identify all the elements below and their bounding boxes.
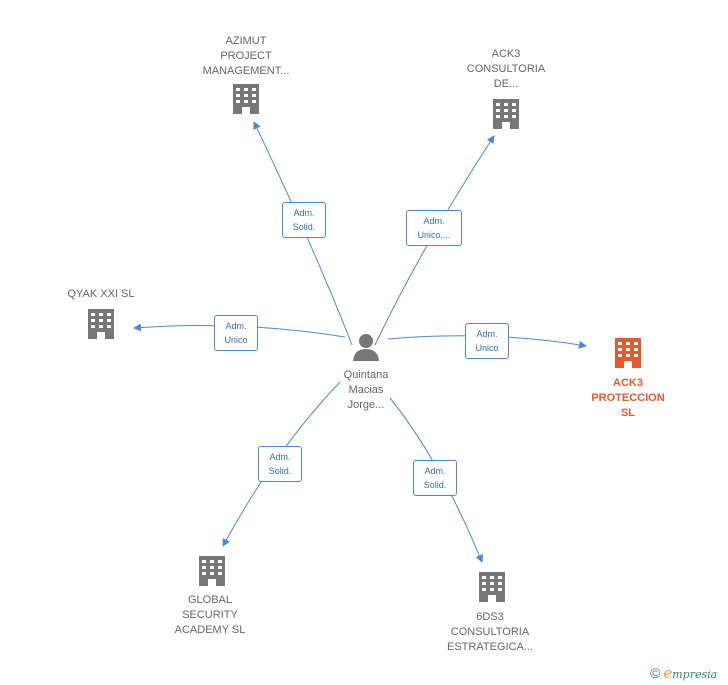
label-line: ACK3 bbox=[613, 377, 643, 389]
label-line: GLOBAL bbox=[187, 594, 233, 606]
label-line: Adm. bbox=[293, 208, 315, 218]
building-icon[interactable] bbox=[199, 556, 225, 586]
label-line: Adm. bbox=[225, 321, 247, 331]
building-icon[interactable] bbox=[479, 572, 505, 602]
edge-label-qyak[interactable]: Adm. Unico bbox=[214, 315, 258, 351]
edge-label-global-security[interactable]: Adm. Solid. bbox=[258, 446, 302, 482]
label-line: Adm. bbox=[424, 466, 446, 476]
label-line: Solid. bbox=[268, 466, 292, 476]
center-person-label[interactable]: Quintana Macias Jorge... bbox=[326, 368, 406, 413]
label-line: QYAK XXI SL bbox=[67, 288, 135, 300]
copyright-icon: © bbox=[650, 665, 661, 681]
label-line: Quintana bbox=[343, 369, 389, 381]
label-line: Unico bbox=[224, 335, 248, 345]
label-line: Adm. bbox=[423, 216, 445, 226]
edge-label-azimut[interactable]: Adm. Solid. bbox=[282, 202, 326, 238]
label-line: Solid. bbox=[423, 480, 447, 490]
node-label-ack3-consultoria[interactable]: ACK3 CONSULTORIA DE... bbox=[446, 47, 566, 92]
label-line: PROJECT bbox=[220, 50, 272, 62]
label-line: CONSULTORIA bbox=[450, 626, 530, 638]
label-line: PROTECCION bbox=[591, 392, 665, 404]
label-line: Macias bbox=[348, 384, 384, 396]
edge-line-azimut bbox=[253, 121, 353, 346]
node-label-6ds3[interactable]: 6DS3 CONSULTORIA ESTRATEGICA... bbox=[430, 610, 550, 655]
building-icon[interactable] bbox=[88, 309, 114, 339]
edge-label-ack3-consultoria[interactable]: Adm. Unico,... bbox=[406, 210, 462, 246]
label-line: Adm. bbox=[476, 329, 498, 339]
label-line: SL bbox=[620, 407, 636, 419]
label-line: Unico bbox=[475, 343, 499, 353]
node-label-global-security[interactable]: GLOBAL SECURITY ACADEMY SL bbox=[150, 593, 270, 638]
label-line: 6DS3 bbox=[476, 611, 504, 623]
node-label-ack3-proteccion[interactable]: ACK3 PROTECCION SL bbox=[568, 376, 688, 421]
node-label-azimut[interactable]: AZIMUT PROJECT MANAGEMENT... bbox=[186, 34, 306, 79]
label-line: ESTRATEGICA... bbox=[447, 641, 533, 653]
label-line: SECURITY bbox=[182, 609, 238, 621]
label-line: ACK3 bbox=[491, 48, 521, 60]
label-line: CONSULTORIA bbox=[466, 63, 546, 75]
label-line: Solid. bbox=[292, 222, 316, 232]
label-line: Jorge... bbox=[347, 399, 385, 411]
label-line: ACADEMY SL bbox=[174, 624, 246, 636]
brand-initial: e bbox=[663, 664, 673, 682]
edge-label-6ds3[interactable]: Adm. Solid. bbox=[413, 460, 457, 496]
building-icon[interactable] bbox=[493, 99, 519, 129]
label-line: Adm. bbox=[269, 452, 291, 462]
building-icon[interactable] bbox=[233, 84, 259, 114]
label-line: MANAGEMENT... bbox=[202, 65, 290, 77]
node-label-qyak[interactable]: QYAK XXI SL bbox=[41, 287, 161, 302]
brand-name: mpresia bbox=[672, 668, 718, 681]
edge-label-ack3-proteccion[interactable]: Adm. Unico bbox=[465, 323, 509, 359]
building-icon-highlighted[interactable] bbox=[615, 338, 641, 368]
empresia-watermark: ©empresia bbox=[650, 664, 717, 682]
label-line: AZIMUT bbox=[225, 35, 267, 47]
label-line: DE... bbox=[493, 78, 519, 90]
person-icon[interactable] bbox=[353, 334, 379, 361]
label-line: Unico,... bbox=[417, 230, 451, 240]
